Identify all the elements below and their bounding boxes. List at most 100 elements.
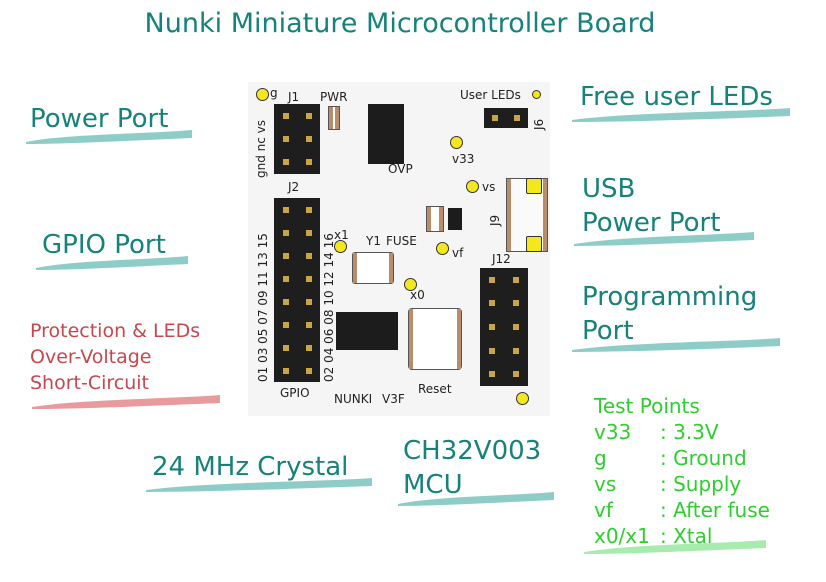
test-point-row: v33 : 3.3V	[594, 419, 770, 445]
header-pin	[305, 367, 312, 374]
callout-crystal: 24 MHz Crystal	[152, 452, 349, 482]
brush-free-leds	[572, 108, 790, 122]
silk-vs: vs	[482, 180, 496, 194]
protection-line-2: Over-Voltage	[30, 346, 152, 368]
header-pin	[282, 298, 289, 305]
header-pin	[513, 371, 519, 378]
silk-j12: J12	[492, 252, 511, 266]
protection-line-1: Protection & LEDs	[30, 320, 201, 342]
header-pin	[305, 206, 312, 213]
silk-g: g	[270, 86, 278, 100]
silk-gpio-even: 02 04 06 08 10 12 14 16	[322, 233, 336, 382]
silk-vf: vf	[452, 246, 464, 260]
brush-protection	[32, 395, 220, 409]
silk-j1-pins: gnd nc vs	[254, 119, 268, 178]
usb-pad-bottom	[526, 236, 542, 252]
regulator-chip	[368, 104, 404, 164]
test-point-x0	[404, 278, 417, 291]
test-point-value: : After fuse	[660, 498, 770, 522]
silk-x0: x0	[410, 288, 425, 302]
header-pin	[282, 112, 289, 119]
header-pin	[489, 324, 495, 330]
silk-gpio-odd: 01 03 05 07 09 11 13 15	[256, 233, 270, 382]
header-pin	[282, 252, 289, 259]
header-pin	[282, 159, 289, 166]
mcu-line-2: MCU	[403, 470, 463, 500]
header-pin	[513, 347, 519, 354]
header-pin	[282, 206, 289, 213]
header-pin	[305, 252, 312, 259]
callout-gpio-port: GPIO Port	[42, 230, 166, 260]
test-point-value: : Ground	[660, 446, 747, 470]
header-pin	[489, 276, 495, 283]
test-point-vs	[466, 180, 479, 193]
test-point-value: : 3.3V	[660, 420, 719, 444]
crystal-y1	[352, 252, 394, 284]
silk-j1: J1	[288, 90, 300, 104]
test-point-g	[256, 88, 269, 101]
silk-j9: J9	[488, 214, 502, 226]
test-point-key: vs	[594, 472, 617, 496]
test-point-led	[532, 90, 541, 99]
silk-gpio: GPIO	[280, 386, 310, 400]
pwr-led	[328, 106, 340, 130]
test-point-row: vs : Supply	[594, 471, 770, 497]
header-pin	[513, 324, 519, 330]
brush-usb	[574, 232, 754, 246]
brush-power-port	[26, 130, 192, 144]
test-point-row: x0/x1: Xtal	[594, 523, 770, 549]
header-pin	[305, 344, 312, 351]
silk-reset: Reset	[418, 382, 452, 396]
header-pin	[282, 136, 289, 142]
header-pin	[489, 300, 495, 307]
power-header-j1	[274, 104, 320, 174]
usb-line-1: USB	[582, 174, 636, 204]
test-points-heading: Test Points	[594, 394, 700, 418]
callout-power-port: Power Port	[30, 104, 169, 134]
test-point-key: v33	[594, 420, 632, 444]
silk-v33: v33	[452, 152, 475, 166]
brush-crystal	[146, 478, 372, 492]
header-pin	[492, 115, 498, 121]
programming-line-2: Port	[582, 316, 634, 346]
test-point-row: g : Ground	[594, 445, 770, 471]
fuse-component	[426, 206, 444, 232]
test-point-key: g	[594, 446, 607, 470]
header-pin	[305, 275, 312, 282]
gpio-header-j2	[274, 198, 320, 382]
header-pin	[305, 136, 312, 142]
header-pin	[305, 298, 312, 305]
header-pin	[305, 112, 312, 119]
mcu-line-1: CH32V003	[403, 436, 542, 466]
test-point-x1	[334, 240, 347, 253]
protection-line-3: Short-Circuit	[30, 372, 150, 394]
silk-j2: J2	[288, 180, 300, 194]
silk-pwr: PWR	[320, 90, 348, 104]
callout-protection: Protection & LEDs Over-Voltage Short-Cir…	[30, 318, 200, 396]
page-title: Nunki Miniature Microcontroller Board	[144, 8, 656, 39]
led-header-j6	[484, 108, 528, 128]
test-point-value: : Supply	[660, 472, 742, 496]
programming-line-1: Programming	[582, 282, 758, 312]
test-point-v33	[450, 136, 463, 149]
reset-button	[408, 308, 462, 370]
header-pin	[305, 229, 312, 236]
silk-x1: x1	[334, 228, 349, 242]
programming-header-j12	[480, 268, 528, 386]
silk-fuse: FUSE	[386, 234, 417, 248]
header-pin	[282, 367, 289, 374]
silk-v3f: V3F	[382, 392, 405, 406]
brush-test-points	[584, 540, 766, 554]
pcb-board: g J1 PWR gnd nc vs J2 01 03 05 07 09 11 …	[248, 82, 550, 416]
header-pin	[282, 275, 289, 282]
test-point-key: x0/x1	[594, 524, 650, 548]
header-pin	[282, 321, 289, 328]
usb-line-2: Power Port	[582, 208, 721, 238]
test-point-row: vf: After fuse	[594, 497, 770, 523]
header-pin	[305, 321, 312, 328]
test-point-vf	[436, 242, 449, 255]
mcu-chip	[336, 312, 398, 350]
callout-free-leds: Free user LEDs	[580, 82, 773, 112]
header-pin	[513, 300, 519, 307]
silk-y1: Y1	[366, 234, 381, 248]
